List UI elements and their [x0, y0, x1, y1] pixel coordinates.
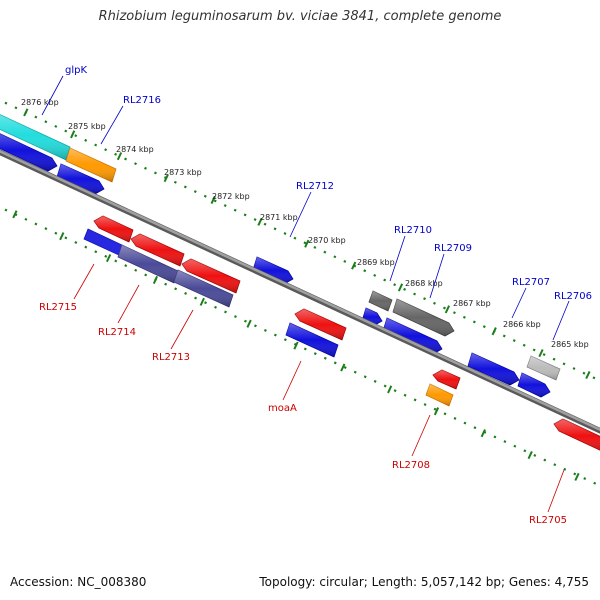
- tick-label-2868: 2868 kbp: [405, 279, 443, 288]
- outer-ruler-tick-labels: 2876 kbp 2875 kbp 2874 kbp 2873 kbp 2872…: [21, 98, 589, 349]
- outer-ruler-tick-2: [116, 152, 123, 161]
- outer-ruler-tick-5: [257, 217, 263, 226]
- genome-backbone: [0, 149, 600, 434]
- outer-ruler-tick-10: [491, 327, 497, 336]
- outer-ruler-tick-8: [397, 283, 404, 292]
- gene-label-RL2707[interactable]: RL2707: [512, 277, 550, 288]
- outer-ruler-ticks: [23, 108, 591, 380]
- outer-ruler-tick-1: [70, 130, 76, 139]
- inner-ruler-tick-6: [293, 341, 299, 350]
- outer-ruler-tick-7: [351, 261, 357, 270]
- gene-label-RL2714[interactable]: RL2714: [98, 327, 136, 338]
- inner-ruler-tick-4: [199, 297, 205, 306]
- gene-label-RL2705[interactable]: RL2705: [529, 515, 567, 526]
- inner-ruler-tick-5: [246, 319, 252, 328]
- gene-labels: glpK RL2716 RL2712 RL2710 RL2709 RL2707 …: [39, 65, 592, 526]
- tick-label-2874: 2874 kbp: [116, 145, 154, 154]
- outer-ruler-tick-11: [538, 349, 544, 358]
- outer-ruler-tick-12: [585, 370, 591, 380]
- gene-label-RL2716[interactable]: RL2716: [123, 95, 161, 106]
- inner-ruler-tick-3: [152, 275, 159, 285]
- gene-label-RL2706[interactable]: RL2706: [554, 291, 592, 302]
- outer-ruler-dots: [0, 99, 600, 382]
- outer-ruler: 2876 kbp 2875 kbp 2874 kbp 2873 kbp 2872…: [0, 98, 600, 382]
- inner-ruler: [0, 206, 600, 487]
- tick-label-2871: 2871 kbp: [260, 213, 298, 222]
- outer-ruler-tick-0: [23, 108, 29, 117]
- tick-label-2876: 2876 kbp: [21, 98, 59, 107]
- inner-ruler-tick-7: [340, 363, 346, 372]
- gene-label-RL2715[interactable]: RL2715: [39, 302, 77, 313]
- inner-ruler-tick-12: [574, 472, 580, 481]
- inner-ruler-tick-11: [527, 450, 533, 460]
- forward-strand-features: [0, 114, 561, 398]
- outer-ruler-tick-4: [210, 195, 216, 205]
- gene-label-glpK[interactable]: glpK: [65, 65, 87, 76]
- gene-label-RL2709[interactable]: RL2709: [434, 243, 472, 254]
- gene-label-RL2712[interactable]: RL2712: [296, 181, 334, 192]
- genome-stats-text: Topology: circular; Length: 5,057,142 bp…: [259, 575, 589, 589]
- tick-label-2867: 2867 kbp: [453, 299, 491, 308]
- reverse-strand-features: [83, 215, 600, 451]
- outer-ruler-tick-3: [163, 173, 169, 183]
- tick-label-2872: 2872 kbp: [212, 192, 250, 201]
- inner-ruler-tick-10: [480, 429, 486, 438]
- accession-text: Accession: NC_008380: [10, 575, 147, 589]
- tick-label-2866: 2866 kbp: [503, 320, 541, 329]
- tick-label-2865: 2865 kbp: [551, 340, 589, 349]
- tick-label-2869: 2869 kbp: [357, 258, 395, 267]
- tick-label-2870: 2870 kbp: [308, 236, 346, 245]
- inner-ruler-tick-9: [433, 407, 440, 416]
- outer-ruler-tick-9: [444, 305, 451, 314]
- tick-label-2875: 2875 kbp: [68, 122, 106, 131]
- inner-ruler-dots: [0, 206, 600, 487]
- gene-label-RL2713[interactable]: RL2713: [152, 352, 190, 363]
- inner-ruler-tick-2: [105, 254, 112, 263]
- outer-ruler-tick-6: [304, 239, 310, 248]
- map-title: Rhizobium leguminosarum bv. viciae 3841,…: [98, 9, 502, 24]
- inner-ruler-tick-8: [387, 385, 393, 394]
- inner-ruler-tick-0: [12, 210, 18, 219]
- label-leader-lines: [41, 75, 570, 513]
- inner-ruler-tick-1: [59, 232, 65, 241]
- inner-ruler-ticks: [12, 210, 580, 481]
- gene-label-RL2710[interactable]: RL2710: [394, 225, 432, 236]
- gene-label-moaA[interactable]: moaA: [268, 403, 297, 414]
- tick-label-2873: 2873 kbp: [164, 168, 202, 177]
- gene-label-RL2708[interactable]: RL2708: [392, 460, 430, 471]
